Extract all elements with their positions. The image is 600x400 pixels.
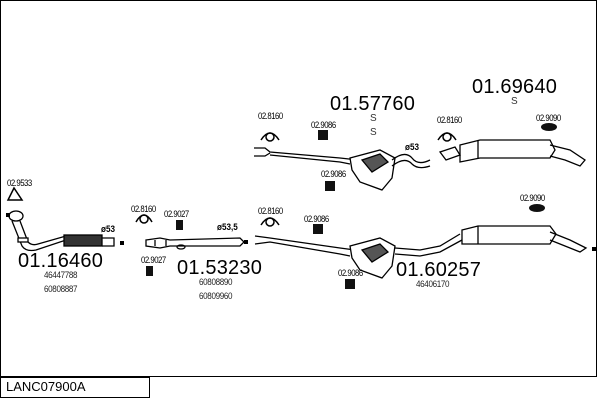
oem-number: 60809960 — [199, 291, 233, 302]
accessory-rubber-mount[interactable]: 02.9086 — [338, 268, 363, 279]
lower-center-silencer-drawing — [254, 233, 463, 279]
accessory-rubber-mount[interactable]: 02.9090 — [520, 193, 545, 204]
oem-number: 60808887 — [44, 284, 78, 295]
accessory-gasket[interactable]: 02.9533 — [7, 178, 32, 189]
rubber-mount-icon — [318, 130, 328, 140]
rubber-mount-icon — [529, 204, 545, 212]
connector-marker — [6, 213, 10, 217]
accessory-clamp[interactable]: 02.8160 — [258, 111, 283, 122]
accessory-rubber-mount[interactable]: 02.9086 — [311, 120, 336, 131]
clamp-icon — [260, 132, 280, 142]
part-number-front-pipe[interactable]: 01.16460 — [18, 250, 104, 272]
upper-center-silencer-drawing — [254, 147, 431, 191]
diagram-frame — [0, 0, 597, 377]
rubber-mount-icon — [345, 279, 355, 289]
oem-number: 46406170 — [416, 279, 450, 290]
rubber-mount-icon — [176, 220, 183, 230]
diagram-code: LANC07900A — [0, 377, 150, 398]
accessory-rubber-mount[interactable]: 02.9027 — [141, 255, 166, 266]
rubber-mount-icon — [313, 224, 323, 234]
lower-rear-silencer-drawing — [461, 225, 588, 253]
exhaust-diagram — [6, 123, 597, 289]
part-number-lower-center-silencer[interactable]: 01.60257 — [396, 259, 482, 281]
accessory-rubber-mount[interactable]: 02.9090 — [536, 113, 561, 124]
rubber-mount-icon — [541, 123, 557, 131]
clamp-icon — [135, 214, 153, 224]
accessory-clamp[interactable]: 02.8160 — [258, 206, 283, 217]
mark-s: S — [511, 96, 518, 107]
accessory-rubber-mount[interactable]: 02.9086 — [321, 169, 346, 180]
middle-pipe-drawing — [145, 237, 245, 250]
oem-number: 60808890 — [199, 277, 233, 288]
part-number-upper-rear-silencer[interactable]: 01.69640 — [472, 76, 558, 98]
mark-s: S — [370, 127, 377, 138]
rubber-mount-icon — [146, 266, 153, 276]
mark-s: S — [370, 113, 377, 124]
accessory-rubber-mount[interactable]: 02.9086 — [304, 214, 329, 225]
clamp-icon — [437, 132, 457, 142]
accessory-clamp[interactable]: 02.8160 — [131, 204, 156, 215]
part-number-upper-center-silencer[interactable]: 01.57760 — [330, 93, 416, 115]
clamp-icon — [260, 217, 280, 227]
diameter-label: ø53 — [405, 142, 419, 152]
connector-marker — [592, 247, 597, 251]
upper-rear-silencer-drawing — [438, 139, 586, 167]
accessory-rubber-mount[interactable]: 02.9027 — [164, 209, 189, 220]
front-pipe-drawing — [8, 210, 115, 252]
accessory-clamp[interactable]: 02.8160 — [437, 115, 462, 126]
part-number-middle-pipe[interactable]: 01.53230 — [177, 257, 263, 279]
diameter-label: ø53 — [101, 224, 115, 234]
connector-marker — [244, 240, 248, 244]
oem-number: 46447788 — [44, 270, 78, 281]
gasket-icon — [6, 186, 24, 201]
diameter-label: ø53,5 — [217, 222, 238, 232]
connector-marker — [120, 241, 124, 245]
rubber-mount-icon — [325, 181, 335, 191]
